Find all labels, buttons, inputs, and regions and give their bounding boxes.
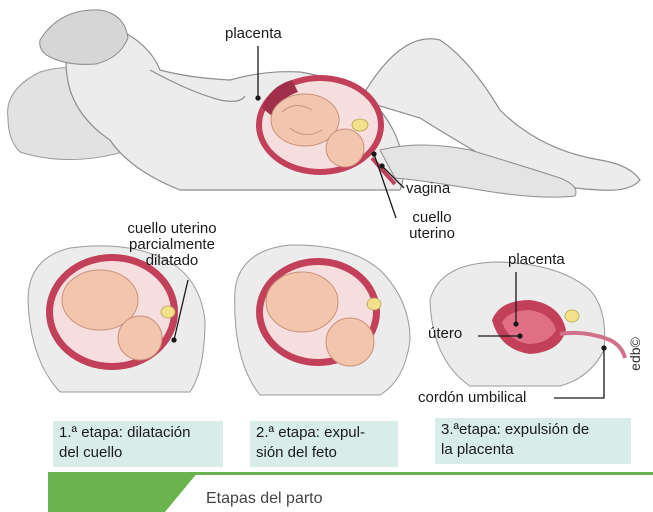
stage2-expulsion-fetus-figure: [235, 245, 410, 395]
label-stage1-line2: parcialmente: [106, 237, 238, 253]
label-utero: útero: [428, 326, 462, 342]
label-cuello-parcialmente-dilatado: cuello uterino parcialmente dilatado: [106, 221, 238, 269]
label-placenta-main: placenta: [225, 26, 282, 42]
label-vagina: vagina: [406, 181, 450, 197]
reclining-woman-figure: [8, 10, 640, 197]
label-stage1-line1: cuello uterino: [106, 221, 238, 237]
label-stage1-line3: dilatado: [106, 253, 238, 269]
figure-title: Etapas del parto: [206, 490, 323, 508]
caption-stage2: 2.ª etapa: expul- sión del feto: [250, 421, 398, 467]
label-cuello-line1: cuello: [400, 210, 464, 226]
caption-stage1-line2: del cuello: [59, 443, 217, 463]
credit-mark: edb©: [622, 320, 652, 390]
caption-stage3: 3.ªetapa: expulsión de la placenta: [435, 418, 631, 464]
stage3-expulsion-placenta-figure: [430, 262, 625, 386]
label-cuello-uterino-main: cuello uterino: [400, 210, 464, 242]
label-cordon-umbilical: cordón umbilical: [418, 390, 526, 406]
label-placenta-stage3: placenta: [508, 252, 565, 268]
caption-stage3-line1: 3.ªetapa: expulsión de: [441, 420, 625, 440]
caption-stage1: 1.ª etapa: dilatación del cuello: [53, 421, 223, 467]
credit-text: edb©: [627, 319, 643, 389]
caption-stage1-line1: 1.ª etapa: dilatación: [59, 423, 217, 443]
caption-stage2-line1: 2.ª etapa: expul-: [256, 423, 392, 443]
caption-stage3-line2: la placenta: [441, 440, 625, 460]
caption-stage2-line2: sión del feto: [256, 443, 392, 463]
label-cuello-line2: uterino: [400, 226, 464, 242]
